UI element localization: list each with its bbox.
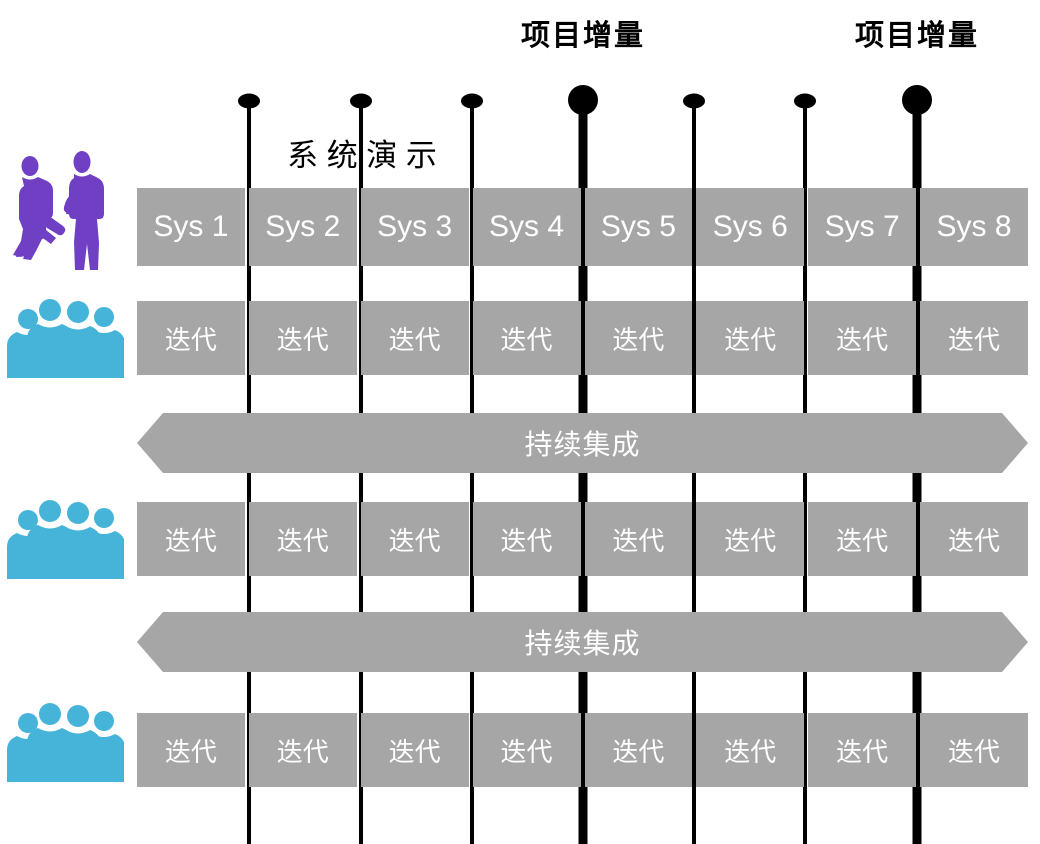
system-block[interactable]: Sys 2	[248, 188, 357, 266]
iteration-block[interactable]: 迭代	[472, 502, 581, 576]
system-block[interactable]: Sys 8	[920, 188, 1028, 266]
iteration-block[interactable]: 迭代	[248, 502, 357, 576]
stakeholders-icon	[6, 148, 126, 273]
milestone-pin-icon-4	[683, 93, 705, 109]
pi-title-2: 项目增量	[854, 20, 980, 52]
continuous-integration-label: 持续集成	[524, 628, 641, 659]
systems-row: Sys 1 Sys 2 Sys 3 Sys 4 Sys 5 Sys 6 Sys …	[137, 188, 1028, 266]
agile-team-icon-3	[6, 700, 124, 784]
iteration-row-3: 迭代 迭代 迭代 迭代 迭代 迭代 迭代 迭代	[137, 713, 1028, 787]
continuous-integration-banner-2: 持续集成	[137, 612, 1028, 672]
milestone-pin-icon-5	[794, 93, 816, 109]
iteration-block[interactable]: 迭代	[696, 301, 805, 375]
iteration-block[interactable]: 迭代	[472, 713, 581, 787]
agile-team-icon-1	[6, 296, 124, 380]
iteration-block[interactable]: 迭代	[360, 713, 469, 787]
iteration-block[interactable]: 迭代	[696, 713, 805, 787]
iteration-block[interactable]: 迭代	[920, 713, 1028, 787]
iteration-block[interactable]: 迭代	[137, 502, 245, 576]
iteration-block[interactable]: 迭代	[360, 301, 469, 375]
milestone-pin-icon-2	[350, 93, 372, 109]
iteration-block[interactable]: 迭代	[584, 713, 693, 787]
iteration-block[interactable]: 迭代	[920, 301, 1028, 375]
iteration-block[interactable]: 迭代	[137, 713, 245, 787]
iteration-block[interactable]: 迭代	[360, 502, 469, 576]
iteration-block[interactable]: 迭代	[248, 301, 357, 375]
pi-title-1: 项目增量	[520, 20, 646, 52]
iteration-row-1: 迭代 迭代 迭代 迭代 迭代 迭代 迭代 迭代	[137, 301, 1028, 375]
iteration-block[interactable]: 迭代	[808, 502, 917, 576]
pi-milestone-pin-icon-1	[568, 85, 598, 115]
system-block[interactable]: Sys 7	[808, 188, 917, 266]
system-block[interactable]: Sys 6	[696, 188, 805, 266]
continuous-integration-label: 持续集成	[524, 429, 641, 460]
iteration-block[interactable]: 迭代	[696, 502, 805, 576]
iteration-block[interactable]: 迭代	[248, 713, 357, 787]
pi-milestone-pin-icon-2	[902, 85, 932, 115]
milestone-pin-icon-3	[461, 93, 483, 109]
iteration-block[interactable]: 迭代	[584, 502, 693, 576]
iteration-block[interactable]: 迭代	[808, 713, 917, 787]
system-block[interactable]: Sys 5	[584, 188, 693, 266]
milestone-pin-icon-1	[238, 93, 260, 109]
agile-team-icon-2	[6, 497, 124, 581]
iteration-block[interactable]: 迭代	[920, 502, 1028, 576]
system-block[interactable]: Sys 4	[472, 188, 581, 266]
iteration-block[interactable]: 迭代	[808, 301, 917, 375]
system-demo-label: 系 统 演 示	[287, 138, 437, 173]
iteration-row-2: 迭代 迭代 迭代 迭代 迭代 迭代 迭代 迭代	[137, 502, 1028, 576]
system-block[interactable]: Sys 3	[360, 188, 469, 266]
continuous-integration-banner-1: 持续集成	[137, 413, 1028, 473]
system-block[interactable]: Sys 1	[137, 188, 245, 266]
iteration-block[interactable]: 迭代	[137, 301, 245, 375]
iteration-block[interactable]: 迭代	[472, 301, 581, 375]
iteration-block[interactable]: 迭代	[584, 301, 693, 375]
